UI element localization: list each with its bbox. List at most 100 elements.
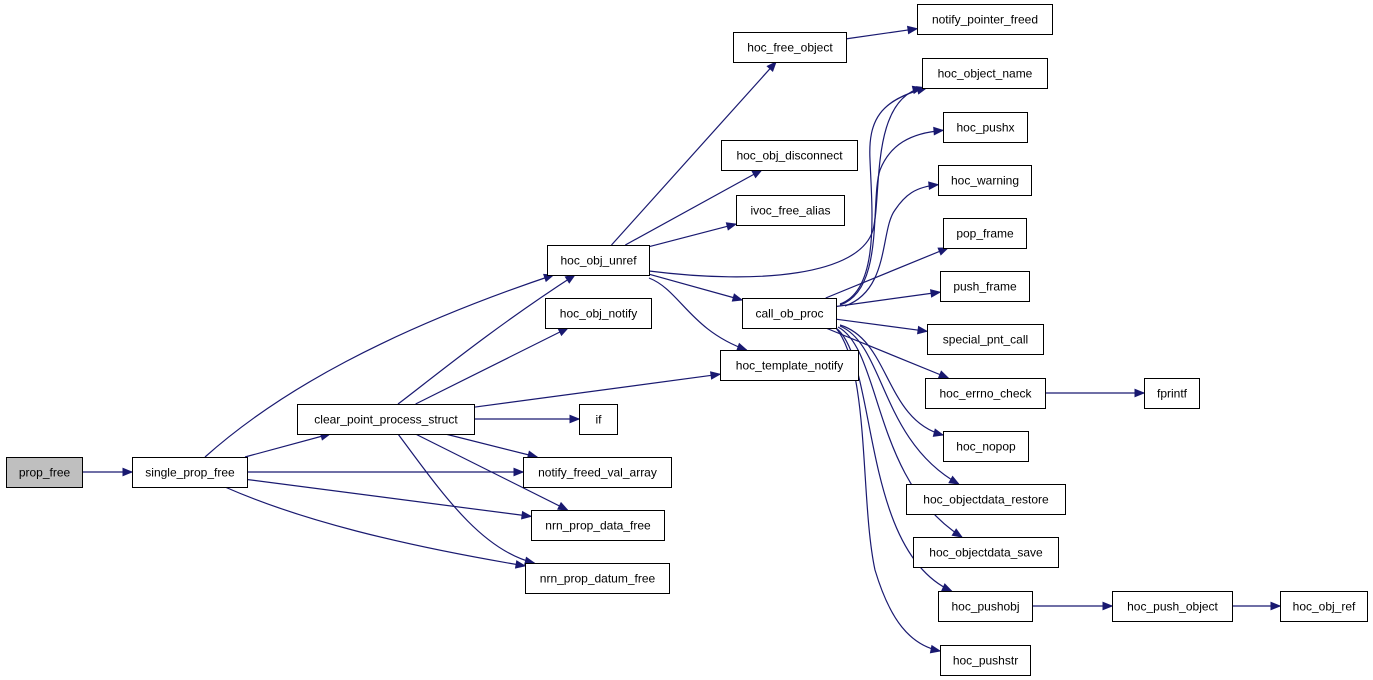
node-hoc-template-notify[interactable]: hoc_template_notify xyxy=(720,350,859,381)
edge-hoc-obj-unref-to-hoc-template-notify-arrowhead xyxy=(736,342,748,351)
node-single-prop-free[interactable]: single_prop_free xyxy=(132,457,248,488)
node-if-label: if xyxy=(596,413,603,427)
node-hoc-pushx-label: hoc_pushx xyxy=(956,121,1014,135)
edge-prop-free-to-single-prop-free xyxy=(82,467,134,477)
node-hoc-warning-box xyxy=(938,165,1032,196)
edge-call-ob-proc-to-special-pnt-call-line xyxy=(835,318,928,332)
edge-call-ob-proc-to-hoc-object-name-line xyxy=(839,87,927,305)
edge-call-ob-proc-to-push-frame-arrowhead xyxy=(929,289,942,298)
node-hoc-warning-label: hoc_warning xyxy=(951,174,1019,188)
edge-hoc-push-object-to-hoc-obj-ref xyxy=(1232,601,1282,611)
node-if[interactable]: if xyxy=(579,404,618,435)
node-hoc-obj-ref-box xyxy=(1280,591,1368,622)
edge-hoc-push-object-to-hoc-obj-ref-arrowhead xyxy=(1270,601,1282,611)
edge-hoc-obj-unref-to-call-ob-proc-arrowhead xyxy=(731,293,744,302)
node-hoc-warning[interactable]: hoc_warning xyxy=(938,165,1032,196)
node-hoc-free-object-box xyxy=(733,32,847,63)
node-nrn-prop-datum-free[interactable]: nrn_prop_datum_free xyxy=(525,563,670,594)
node-fprintf[interactable]: fprintf xyxy=(1144,378,1200,409)
node-hoc-pushstr[interactable]: hoc_pushstr xyxy=(940,645,1031,676)
edge-single-prop-free-to-hoc-obj-unref-line xyxy=(204,274,554,458)
node-clear-point-process-struct[interactable]: clear_point_process_struct xyxy=(297,404,475,435)
node-push-frame[interactable]: push_frame xyxy=(940,271,1030,302)
edge-call-ob-proc-to-pop-frame xyxy=(825,247,950,299)
node-ivoc-free-alias[interactable]: ivoc_free_alias xyxy=(736,195,845,226)
node-special-pnt-call-box xyxy=(927,324,1044,355)
node-hoc-obj-ref-label: hoc_obj_ref xyxy=(1293,600,1356,614)
node-prop-free-label: prop_free xyxy=(19,466,71,480)
node-notify-freed-val-array[interactable]: notify_freed_val_array xyxy=(523,457,672,488)
edge-clear-point-process-struct-to-hoc-template-notify xyxy=(473,371,722,408)
edge-hoc-obj-unref-to-hoc-template-notify-line xyxy=(648,277,747,351)
node-hoc-template-notify-label: hoc_template_notify xyxy=(736,359,843,373)
edge-call-ob-proc-to-hoc-nopop xyxy=(839,324,945,437)
edge-clear-point-process-struct-to-hoc-obj-notify xyxy=(415,327,570,405)
edge-single-prop-free-to-notify-freed-val-array xyxy=(247,467,525,477)
node-hoc-objectdata-restore-box xyxy=(906,484,1066,515)
node-hoc-pushobj[interactable]: hoc_pushobj xyxy=(938,591,1033,622)
node-hoc-objectdata-restore-label: hoc_objectdata_restore xyxy=(923,493,1049,507)
edge-call-ob-proc-to-special-pnt-call xyxy=(835,318,929,335)
node-special-pnt-call[interactable]: special_pnt_call xyxy=(927,324,1044,355)
edge-hoc-obj-unref-to-ivoc-free-alias-line xyxy=(648,223,737,248)
node-hoc-obj-ref[interactable]: hoc_obj_ref xyxy=(1280,591,1368,622)
node-hoc-object-name[interactable]: hoc_object_name xyxy=(922,58,1048,89)
node-hoc-objectdata-restore[interactable]: hoc_objectdata_restore xyxy=(906,484,1066,515)
edge-hoc-free-object-to-notify-pointer-freed xyxy=(845,25,919,40)
edge-call-ob-proc-to-pop-frame-line xyxy=(825,247,949,299)
node-hoc-free-object-label: hoc_free_object xyxy=(747,41,833,55)
node-push-frame-label: push_frame xyxy=(953,280,1017,294)
node-hoc-pushx[interactable]: hoc_pushx xyxy=(943,112,1028,143)
node-special-pnt-call-label: special_pnt_call xyxy=(943,333,1028,347)
node-hoc-free-object[interactable]: hoc_free_object xyxy=(733,32,847,63)
node-hoc-obj-disconnect[interactable]: hoc_obj_disconnect xyxy=(721,140,858,171)
node-pop-frame[interactable]: pop_frame xyxy=(943,218,1027,249)
node-call-ob-proc-box xyxy=(742,298,837,329)
node-hoc-push-object-box xyxy=(1112,591,1233,622)
edge-single-prop-free-to-nrn-prop-datum-free-line xyxy=(224,486,526,567)
edge-prop-free-to-single-prop-free-arrowhead xyxy=(122,467,134,477)
node-notify-freed-val-array-box xyxy=(523,457,672,488)
edge-single-prop-free-to-nrn-prop-data-free-line xyxy=(246,478,532,517)
node-hoc-pushobj-label: hoc_pushobj xyxy=(951,600,1019,614)
node-notify-pointer-freed[interactable]: notify_pointer_freed xyxy=(917,4,1053,35)
node-call-ob-proc[interactable]: call_ob_proc xyxy=(742,298,837,329)
node-clear-point-process-struct-label: clear_point_process_struct xyxy=(314,413,458,427)
edge-hoc-obj-unref-to-hoc-free-object-arrowhead xyxy=(766,60,777,72)
node-hoc-obj-disconnect-label: hoc_obj_disconnect xyxy=(736,149,843,163)
edge-clear-point-process-struct-to-hoc-obj-unref-arrowhead xyxy=(564,274,576,284)
node-hoc-nopop[interactable]: hoc_nopop xyxy=(943,431,1029,462)
edge-single-prop-free-to-notify-freed-val-array-arrowhead xyxy=(513,467,525,477)
edge-call-ob-proc-to-hoc-nopop-arrowhead xyxy=(932,428,945,437)
edge-call-ob-proc-to-hoc-objectdata-save-arrowhead xyxy=(951,528,963,538)
node-hoc-errno-check[interactable]: hoc_errno_check xyxy=(925,378,1046,409)
node-hoc-template-notify-box xyxy=(720,350,859,381)
node-if-box xyxy=(579,404,618,435)
node-nrn-prop-data-free[interactable]: nrn_prop_data_free xyxy=(531,510,665,541)
edge-hoc-obj-unref-to-hoc-template-notify xyxy=(648,277,748,351)
node-hoc-obj-notify[interactable]: hoc_obj_notify xyxy=(545,298,652,329)
edge-call-ob-proc-to-pop-frame-arrowhead xyxy=(937,247,950,256)
edge-call-ob-proc-to-hoc-warning-arrowhead xyxy=(928,181,940,190)
node-notify-freed-val-array-label: notify_freed_val_array xyxy=(538,466,657,480)
edge-single-prop-free-to-nrn-prop-data-free xyxy=(246,478,533,520)
node-fprintf-box xyxy=(1144,378,1200,409)
edge-single-prop-free-to-nrn-prop-datum-free xyxy=(224,486,527,569)
node-hoc-obj-notify-box xyxy=(545,298,652,329)
node-hoc-objectdata-save[interactable]: hoc_objectdata_save xyxy=(913,537,1059,568)
edge-call-ob-proc-to-special-pnt-call-arrowhead xyxy=(917,325,929,335)
node-hoc-obj-unref[interactable]: hoc_obj_unref xyxy=(547,245,650,276)
edge-hoc-obj-unref-to-hoc-free-object-line xyxy=(611,61,777,246)
node-prop-free[interactable]: prop_free xyxy=(6,457,83,488)
node-hoc-push-object[interactable]: hoc_push_object xyxy=(1112,591,1233,622)
node-fprintf-label: fprintf xyxy=(1157,387,1188,401)
node-hoc-obj-disconnect-box xyxy=(721,140,858,171)
edge-hoc-obj-unref-to-hoc-free-object xyxy=(611,60,777,246)
edge-clear-point-process-struct-to-notify-freed-val-array-line xyxy=(445,433,538,458)
edge-clear-point-process-struct-to-hoc-obj-unref-line xyxy=(397,274,576,405)
edge-call-ob-proc-to-push-frame xyxy=(835,289,942,308)
edge-hoc-obj-unref-to-hoc-object-name xyxy=(648,85,924,278)
node-hoc-nopop-label: hoc_nopop xyxy=(956,440,1016,454)
node-call-ob-proc-label: call_ob_proc xyxy=(755,307,823,321)
